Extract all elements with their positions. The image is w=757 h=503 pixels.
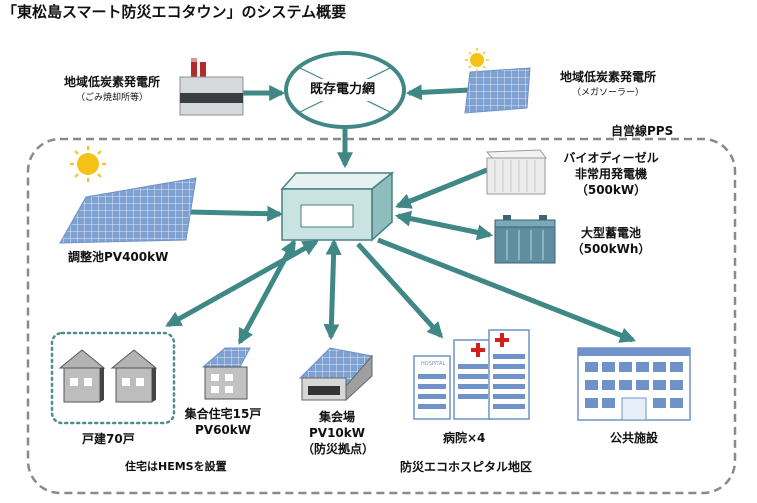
public-facility-icon [577,347,691,421]
page-title: 「東松島スマート防災エコタウン」のシステム概要 [2,3,347,21]
hall-line3: （防災拠点） [302,442,375,456]
public-facility-label: 公共施設 [610,431,659,445]
diesel-generator-icon [485,149,547,195]
meeting-hall-icon [298,347,373,402]
apartment-label: 集合住宅15戸 PV60kW [180,406,266,438]
arrow-cems-apartment [165,239,319,328]
pps-boundary [26,137,737,495]
mega-solar-label: 地域低炭素発電所 （メガソーラー） [541,69,675,101]
cems-box-icon [280,171,395,242]
waste-plant-label: 地域低炭素発電所 （ごみ焼却所等） [44,74,180,106]
mega-solar-sub: （メガソーラー） [571,88,644,98]
cems-label: CEMS [309,209,341,222]
hospital-sign: HOSPITAL [421,361,446,367]
meeting-hall-label: 集会場 PV10kW （防災拠点） [302,409,375,457]
arrow-cems-hall [323,238,342,341]
waste-plant-sub: （ごみ焼却所等） [75,93,148,103]
pond-pv-label: 調整池PV400kW [68,250,169,264]
arrow-cems-public [377,237,636,343]
houses-group-boundary [50,331,176,425]
battery-icon [494,215,556,264]
pond-pv-icon [59,146,197,244]
arrow-cems-battery [394,210,494,241]
mega-solar-title: 地域低炭素発電所 [559,70,656,84]
arrow-solar-grid [405,84,471,101]
hems-note: 住宅はHEMSを設置 [125,460,227,473]
apartment-line2: PV60kW [195,423,251,437]
diesel-label: バイオディーゼル 非常用発電機 （500kW） [551,150,671,198]
waste-plant-title: 地域低炭素発電所 [63,75,160,89]
houses-label: 戸建70戸 [82,432,135,446]
hospital-icon [413,329,530,420]
apartment-line1: 集合住宅15戸 [184,407,262,421]
district-label: 防災エコホスピタル地区 [400,460,533,474]
battery-label: 大型蓄電池 （500kWh） [563,225,659,257]
hospital-label: 病院×4 [443,431,486,445]
diesel-line3: （500kW） [575,183,647,197]
arrow-diesel-cems [395,167,488,209]
arrow-cems-hospital [356,242,444,339]
hall-line1: 集会場 [318,410,355,424]
arrow-pv-cems [189,205,284,222]
apartment-icon [201,347,251,400]
diesel-line1: バイオディーゼル [563,151,659,165]
hall-line2: PV10kW [309,426,365,440]
grid-label: 既存電力網 [310,82,376,97]
battery-line1: 大型蓄電池 [580,226,641,240]
diesel-line2: 非常用発電機 [574,167,647,181]
pps-label: 自営線PPS [611,124,674,138]
waste-plant-icon [179,58,244,116]
grid-icon [284,51,406,129]
detached-house-icon [58,349,158,403]
battery-line2: （500kWh） [571,242,651,256]
mega-solar-icon [464,48,531,114]
